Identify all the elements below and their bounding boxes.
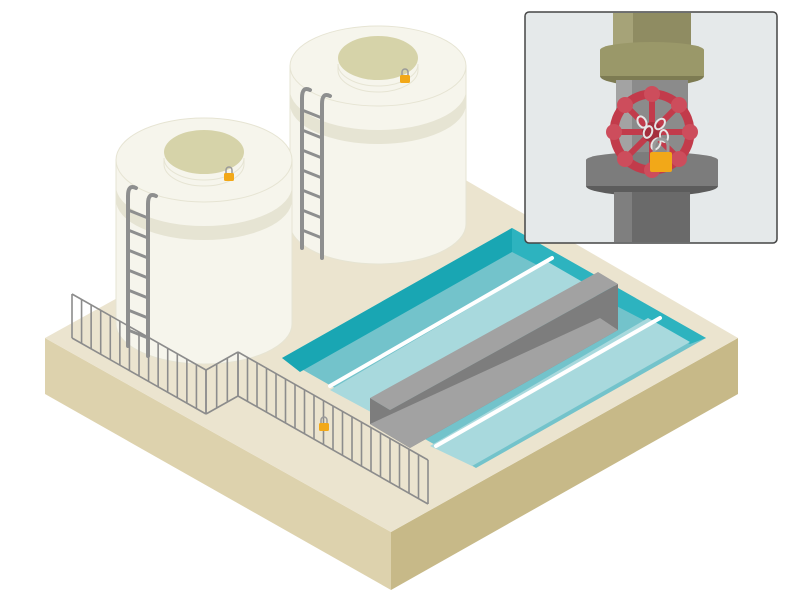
basin-water-sheen-2 [430, 318, 690, 466]
padlock-icon [650, 137, 672, 172]
padlock-icon [224, 166, 234, 181]
fence-section-left [71, 293, 207, 415]
channel-floor [370, 318, 618, 448]
padlock-icon [400, 68, 410, 83]
storage-tank-left [115, 117, 293, 365]
tank-right-shade [290, 90, 466, 144]
perimeter-fence [71, 293, 429, 505]
skimmer-pipe-front [434, 316, 662, 448]
ladder-right-tank [300, 87, 332, 260]
basin-back-wall-left [282, 228, 512, 372]
tank-left-hatch [164, 130, 244, 174]
tank-left-body [115, 159, 293, 365]
channel-top [370, 272, 618, 410]
platform-right-face [391, 338, 738, 590]
sedimentation-basin [282, 228, 706, 468]
ladder-left-tank [126, 185, 158, 358]
tank-right-hatch [338, 36, 418, 80]
tank-right-hatch-rim [337, 63, 419, 93]
valve-lockout-detail [524, 11, 778, 244]
platform-left-face [45, 338, 391, 590]
storage-tank-right [289, 25, 467, 265]
padlock-icon [319, 416, 329, 431]
tank-right-body [289, 65, 467, 265]
skimmer-pipe-back [328, 256, 554, 388]
fence-section-front [237, 351, 429, 505]
basin-water-sheen-1 [330, 262, 600, 418]
tank-left-shade [116, 186, 292, 240]
